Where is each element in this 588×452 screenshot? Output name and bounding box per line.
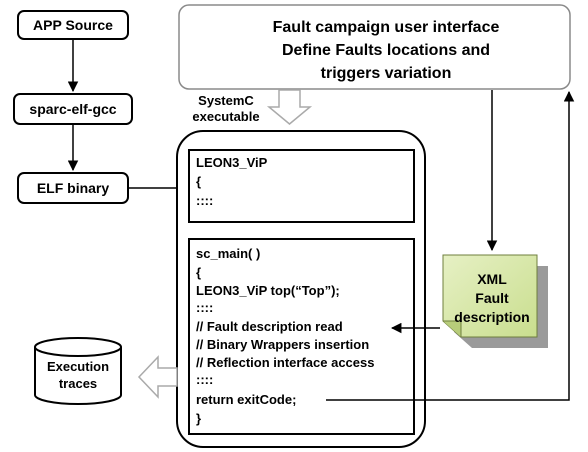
sc-main-box: sc_main( ) { LEON3_ViP top(“Top”); :::: …	[188, 238, 415, 435]
compiler-box: sparc-elf-gcc	[13, 93, 133, 125]
xml-label-line3: description	[454, 309, 529, 325]
compiler-label: sparc-elf-gcc	[29, 101, 116, 117]
fault-campaign-ui-box: Fault campaign user interface Define Fau…	[178, 4, 571, 90]
main-line-4: ::::	[196, 300, 213, 315]
leon-line-2: {	[196, 174, 201, 189]
leon-line-1: LEON3_ViP	[196, 155, 268, 170]
leon-line-3: ::::	[196, 193, 213, 208]
main-line-2: {	[196, 265, 201, 280]
app-source-label: APP Source	[33, 17, 113, 33]
xml-label-line1: XML	[477, 271, 507, 287]
ui-title-line2: Define Faults locations and	[282, 42, 490, 59]
execution-traces-cylinder: Execution traces	[34, 337, 122, 405]
hollow-arrow-ui-to-systemc	[266, 89, 313, 125]
xml-label-line2: Fault	[475, 290, 509, 306]
execution-label-line2: traces	[59, 376, 97, 391]
main-line-7: // Reflection interface access	[196, 355, 374, 370]
main-line-1: sc_main( )	[196, 246, 260, 261]
xml-fault-description-note: XML Fault description	[442, 254, 548, 348]
systemc-label-line2: executable	[192, 109, 259, 124]
ui-title-line1: Fault campaign user interface	[273, 19, 500, 36]
main-line-6: // Binary Wrappers insertion	[196, 337, 369, 352]
main-line-8: ::::	[196, 372, 213, 387]
execution-label-line1: Execution	[47, 359, 109, 374]
leon-box: LEON3_ViP { ::::	[188, 149, 415, 223]
main-line-3: LEON3_ViP top(“Top”);	[196, 283, 340, 298]
app-source-box: APP Source	[17, 10, 129, 40]
ui-title-line3: triggers variation	[321, 65, 452, 82]
main-line-5: // Fault description read	[196, 319, 343, 334]
elf-binary-box: ELF binary	[17, 172, 129, 204]
elf-binary-label: ELF binary	[37, 180, 110, 196]
hollow-arrow-to-execution-traces	[137, 355, 178, 399]
main-line-9: return exitCode;	[196, 392, 296, 407]
arrow-exitcode-to-ui	[326, 90, 575, 401]
main-line-10: }	[196, 411, 201, 426]
systemc-label-line1: SystemC	[198, 93, 254, 108]
